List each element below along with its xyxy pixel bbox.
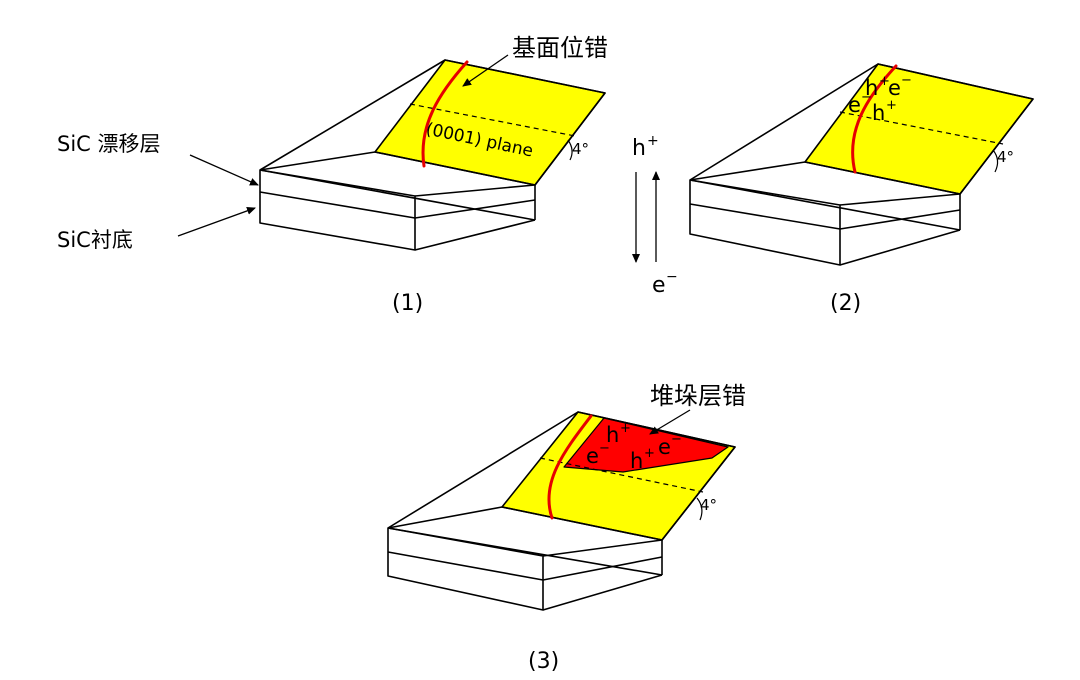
- carrier-flow: h + e −: [632, 133, 678, 298]
- panel3-electron-1: e: [586, 444, 599, 468]
- panel3-electron-2-minus: −: [671, 432, 682, 447]
- panel1-caption: (1): [392, 291, 423, 316]
- electron-label: e: [652, 273, 666, 298]
- hole-plus-label: +: [647, 133, 659, 149]
- panel2-hole-2: h: [872, 101, 885, 125]
- panel1-dashed-line: [409, 103, 576, 137]
- panel2-electron-2-minus: −: [861, 90, 872, 105]
- panel2-dashed-line: [839, 111, 1004, 145]
- panel3-electron-2: e: [658, 435, 671, 459]
- panel2-hole-2-plus: +: [886, 98, 897, 113]
- sic-drift-layer-label: SiC 漂移层: [57, 132, 161, 156]
- hole-label: h: [632, 136, 646, 161]
- panel2-hole-1-plus: +: [879, 74, 890, 89]
- panel2-electron-1: e: [888, 76, 901, 100]
- panel2-dislocation-line: [851, 64, 898, 174]
- stacking-fault-region: [563, 417, 729, 473]
- panel-3: 堆垛层错 h + e − h + e − 4° (3): [387, 382, 746, 674]
- panel-2: h + e − e − h + 4° (2): [689, 63, 1034, 316]
- panel3-electron-1-minus: −: [599, 441, 610, 456]
- panel2-electron-1-minus: −: [901, 73, 912, 88]
- panel1-dislocation-line: [421, 60, 469, 168]
- drift-layer-pointer: [189, 154, 259, 186]
- panel2-electron-2: e: [848, 93, 861, 117]
- panel1-basal-plane: [374, 59, 606, 186]
- stacking-fault-pointer: [649, 409, 691, 435]
- panel2-block: [689, 63, 1034, 266]
- panel1-angle-label: 4°: [572, 140, 589, 158]
- sic-substrate-label: SiC衬底: [57, 228, 133, 252]
- electron-minus-label: −: [666, 269, 678, 285]
- panel1-pointer-arrow: [462, 54, 509, 87]
- substrate-pointer: [177, 206, 256, 237]
- stacking-fault-label: 堆垛层错: [650, 382, 746, 410]
- panel3-hole-1-plus: +: [620, 421, 631, 436]
- basal-plane-dislocation-label: 基面位错: [512, 34, 608, 62]
- panel-1: 基面位错 SiC 漂移层 SiC衬底 (0001) plane 4° (1): [57, 34, 608, 316]
- panel3-dashed-line: [539, 457, 704, 493]
- panel3-caption: (3): [528, 649, 559, 674]
- panel3-hole-1: h: [606, 423, 619, 447]
- panel1-angle-arc: [567, 139, 573, 161]
- panel2-hole-1: h: [865, 76, 878, 100]
- panel3-hole-2: h: [630, 449, 643, 473]
- panel3-hole-2-plus: +: [644, 446, 655, 461]
- panel2-angle-arc: [992, 149, 999, 173]
- panel3-angle-label: 4°: [700, 496, 717, 514]
- panel3-angle-arc: [696, 497, 703, 521]
- panel2-angle-label: 4°: [997, 148, 1014, 166]
- panel2-basal-plane: [804, 63, 1034, 195]
- panel3-dislocation-line: [547, 414, 593, 520]
- panel2-caption: (2): [830, 291, 861, 316]
- panel1-block: [259, 59, 606, 251]
